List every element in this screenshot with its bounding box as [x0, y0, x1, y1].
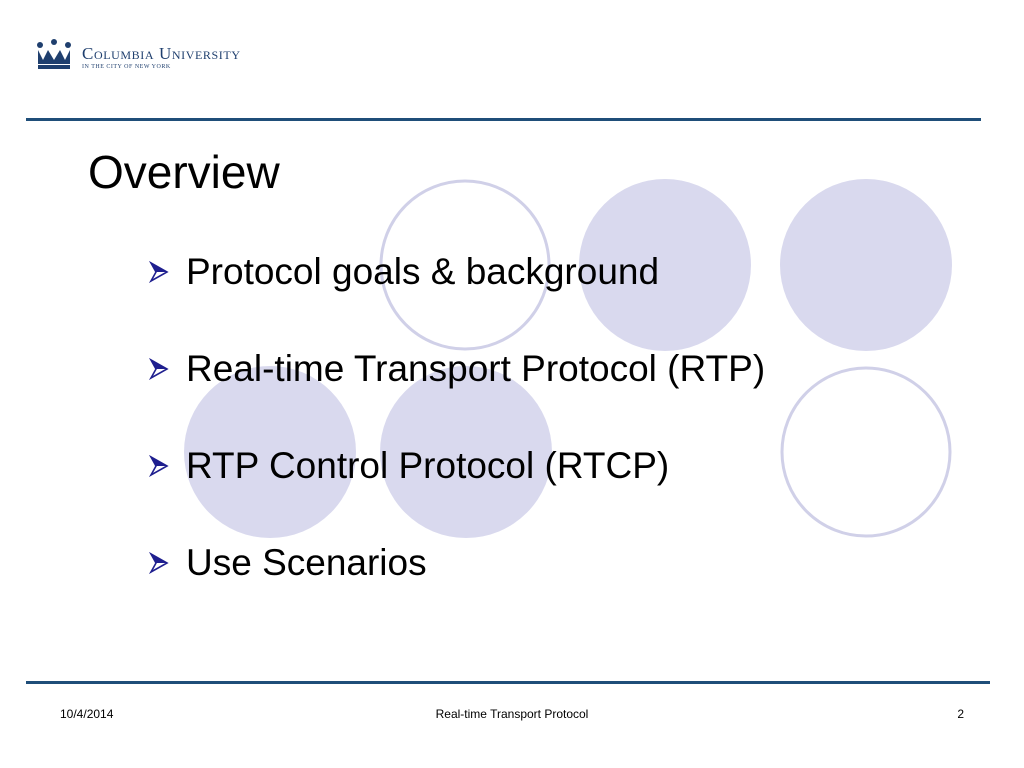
circle-filled-top-middle: [579, 179, 751, 351]
bullet-text: Use Scenarios: [186, 542, 427, 583]
arrow-bullet-icon: [148, 552, 169, 574]
bullet-list: Protocol goals & background Real-time Tr…: [148, 244, 765, 632]
slide-title: Overview: [88, 146, 280, 198]
university-logo: Columbia University IN THE CITY OF NEW Y…: [34, 38, 241, 78]
footer-date: 10/4/2014: [60, 707, 114, 721]
circle-outline-bottom-right: [780, 366, 952, 538]
circle-outline-top-left: [379, 179, 551, 351]
bullet-text: Real-time Transport Protocol (RTP): [186, 348, 766, 389]
bullet-text: Protocol goals & background: [186, 251, 660, 292]
logo-name: Columbia University: [82, 44, 241, 63]
footer-title: Real-time Transport Protocol: [435, 707, 589, 721]
logo-subtitle: IN THE CITY OF NEW YORK: [82, 64, 171, 70]
arrow-bullet-icon: [148, 261, 169, 283]
circle-filled-bottom-middle: [380, 366, 552, 538]
crown-icon: [37, 39, 71, 69]
top-divider: [26, 118, 981, 121]
page-number: 2: [957, 707, 964, 721]
arrow-bullet-icon: [148, 455, 169, 477]
bullet-text: RTP Control Protocol (RTCP): [186, 445, 670, 486]
arrow-bullet-icon: [148, 358, 169, 380]
bullet-item: RTP Control Protocol (RTCP): [148, 438, 765, 494]
bullet-item: Real-time Transport Protocol (RTP): [148, 341, 765, 397]
bottom-divider: [26, 681, 990, 684]
bullet-item: Use Scenarios: [148, 535, 765, 591]
circle-filled-bottom-left: [184, 366, 356, 538]
circle-filled-top-right: [780, 179, 952, 351]
bullet-item: Protocol goals & background: [148, 244, 765, 300]
